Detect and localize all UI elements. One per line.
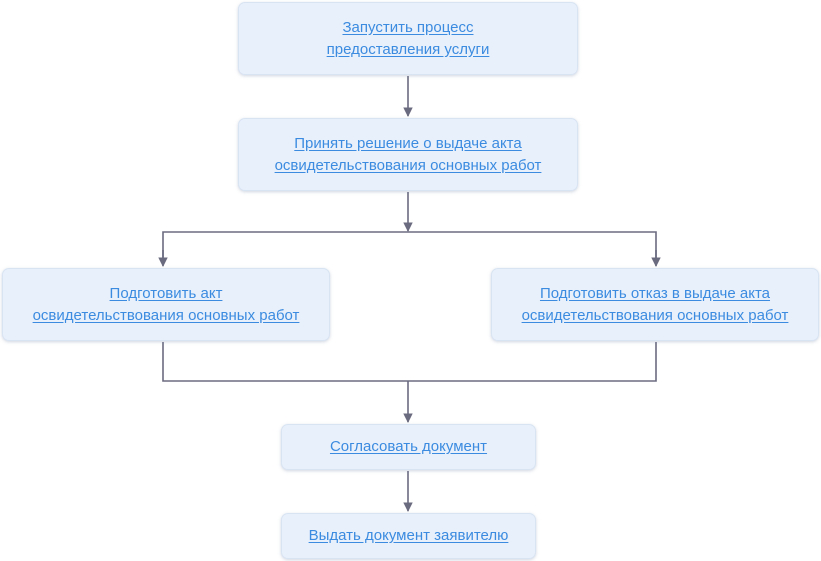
connector-split-horizontal <box>162 231 657 262</box>
link-prepare-refusal[interactable]: Подготовить отказ в выдаче акта освидете… <box>521 284 789 324</box>
link-approve-document[interactable]: Согласовать документ <box>329 438 488 455</box>
link-prepare-act[interactable]: Подготовить акт освидетельствования осно… <box>32 284 300 324</box>
connector-merge <box>162 342 657 382</box>
link-decide[interactable]: Принять решение о выдаче акта освидетель… <box>274 134 542 174</box>
node-decide: Принять решение о выдаче акта освидетель… <box>238 118 578 191</box>
node-issue-document: Выдать документ заявителю <box>281 513 536 559</box>
link-start-process[interactable]: Запустить процесс предоставления услуги <box>326 18 490 58</box>
node-prepare-act: Подготовить акт освидетельствования осно… <box>2 268 330 341</box>
node-prepare-refusal: Подготовить отказ в выдаче акта освидете… <box>491 268 819 341</box>
node-approve-document: Согласовать документ <box>281 424 536 470</box>
node-start-process: Запустить процесс предоставления услуги <box>238 2 578 75</box>
link-issue-document[interactable]: Выдать документ заявителю <box>308 527 509 544</box>
